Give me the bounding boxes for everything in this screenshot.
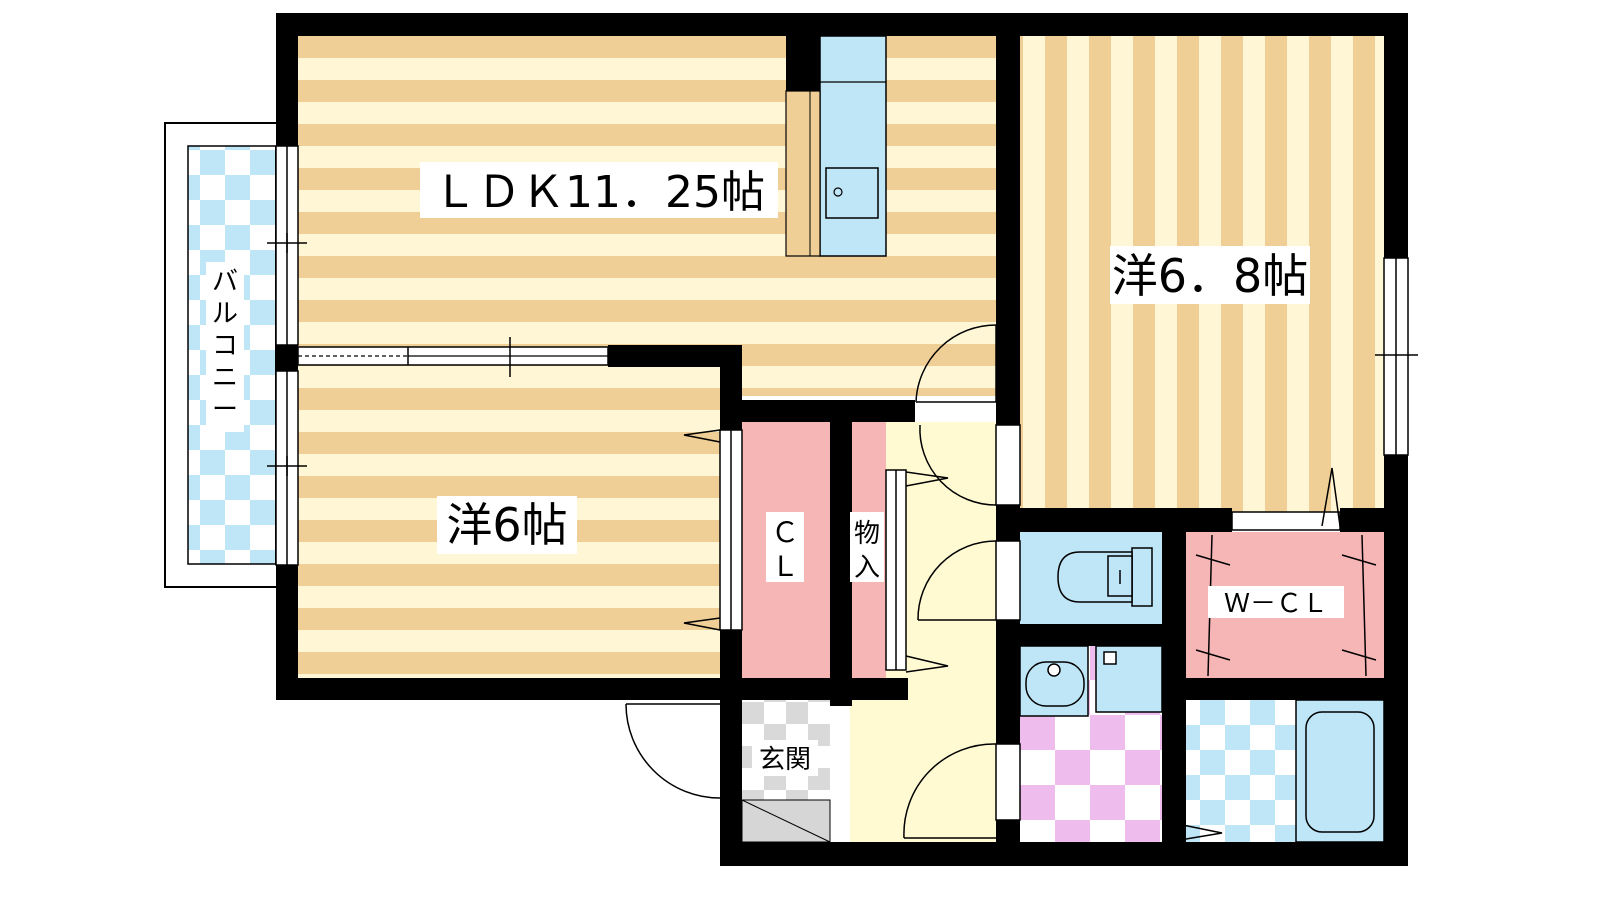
door-east-room[interactable] [919, 424, 1021, 506]
ldk-label: ＬＤＫ11．25帖 [420, 162, 778, 218]
entrance-label-text: 玄関 [759, 745, 811, 775]
balcony-label-3: コ [212, 331, 238, 361]
balcony-label-4: ニ [212, 363, 238, 393]
balcony-label: バ ル コ ニ ー [206, 262, 244, 432]
closet-cl-label: Ｃ Ｌ [766, 512, 804, 583]
kitchen-sink-icon [825, 167, 879, 219]
washing-machine-icon [1095, 645, 1163, 713]
sliding-partition[interactable] [297, 337, 609, 377]
kitchen-counter [785, 35, 887, 257]
east-room-label-text: 洋6．8帖 [1112, 249, 1309, 303]
entrance-step [741, 799, 831, 843]
balcony-label-5: ー [212, 395, 238, 425]
storage-doors[interactable] [885, 469, 949, 673]
closet-cl-doors[interactable] [683, 429, 743, 631]
east-room-label: 洋6．8帖 [1110, 246, 1310, 304]
closet-cl-label-l: Ｌ [771, 550, 799, 583]
west-room-label: 洋6帖 [437, 496, 577, 554]
bathroom-door[interactable] [1167, 821, 1223, 843]
toilet-icon [1057, 547, 1153, 607]
storage-label-2: 入 [854, 553, 880, 583]
balcony-label-1: バ [212, 267, 238, 297]
bathtub-icon [1295, 699, 1385, 843]
walk-in-closet-door[interactable] [1231, 467, 1341, 531]
windows [267, 145, 1418, 566]
storage-label: 物 入 [850, 512, 884, 583]
closet-cl-label-c: Ｃ [771, 516, 799, 549]
door-ldk[interactable] [915, 324, 997, 403]
walk-in-closet-label-text: Ｗ－ＣＬ [1224, 589, 1328, 619]
balcony [164, 122, 279, 588]
walls [276, 13, 1408, 866]
door-toilet[interactable] [917, 540, 1021, 621]
door-entrance[interactable] [625, 703, 721, 799]
ldk-label-text: ＬＤＫ11．25帖 [433, 167, 765, 218]
balcony-label-2: ル [212, 299, 238, 329]
door-washroom[interactable] [903, 743, 1021, 839]
walk-in-closet-label: Ｗ－ＣＬ [1208, 586, 1344, 619]
entrance-label: 玄関 [752, 740, 818, 776]
washbasin-icon [1019, 645, 1089, 717]
storage-label-1: 物 [854, 519, 880, 549]
west-room-label-text: 洋6帖 [446, 498, 567, 552]
